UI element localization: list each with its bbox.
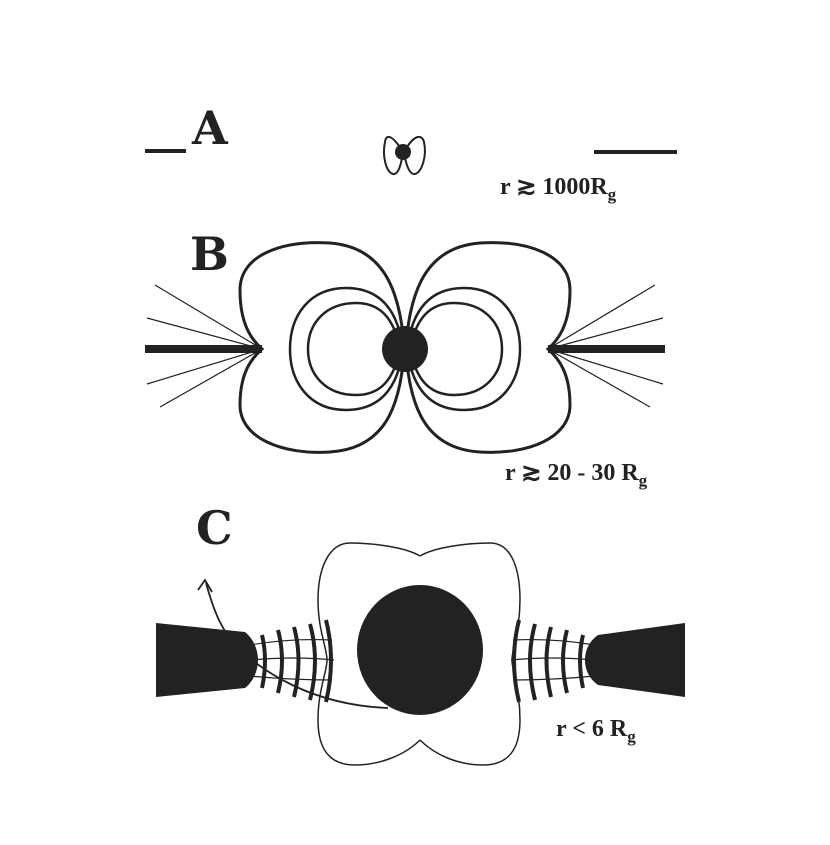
panel-c-star (357, 585, 483, 715)
panel-a-radius-label: r ≳ 1000Rg (500, 174, 617, 204)
panel-b-radius-text: r ≳ 20 - 30 R (505, 460, 639, 486)
panel-b-letter: B (190, 227, 229, 281)
panel-c-disk-right (585, 623, 685, 697)
panel-b-radius-label: r ≳ 20 - 30 Rg (505, 460, 648, 490)
panel-b-inner-loop-left (306, 301, 402, 397)
panel-b-outer-lobe-left (238, 241, 407, 454)
panel-b-outer-lobe-right (403, 241, 572, 454)
panel-c: C (156, 501, 685, 766)
panel-c-letter: C (196, 501, 233, 555)
panel-c-link-lines-right (510, 638, 596, 681)
panel-a-star (395, 144, 411, 160)
panel-a-field-loop-left (383, 135, 405, 176)
panel-a: A r ≳ 1000Rg (145, 101, 677, 204)
panel-c-outflow-arrowhead (197, 578, 213, 593)
panel-a-field-loop-right (402, 135, 426, 176)
panel-b-middle-loop-right (405, 286, 522, 412)
panel-a-radius-subscript: g (608, 185, 617, 204)
panel-c-outflow-trajectory (205, 582, 389, 709)
panel-b-middle-loop-left (288, 286, 405, 412)
panel-b-star (382, 326, 428, 372)
panel-c-radius-text: r < 6 R (556, 716, 628, 742)
panel-c-arc-lines-left (260, 619, 333, 703)
panel-c-arc-lines-right (512, 619, 585, 703)
panel-c-radius-subscript: g (627, 727, 636, 746)
panel-c-field-loop-left (317, 542, 421, 766)
panel-b-radius-subscript: g (639, 471, 648, 490)
panel-b-outer-lobes (238, 241, 572, 454)
panel-c-disk-left (156, 623, 258, 697)
panel-a-magnetosphere (383, 135, 426, 176)
panel-b-open-field-lines-left (146, 284, 263, 408)
panel-c-radius-label: r < 6 Rg (556, 716, 636, 746)
panel-b-open-field-lines-right (547, 284, 664, 408)
panel-b: B (145, 227, 665, 490)
panel-b-inner-loops (306, 301, 504, 397)
panel-b-middle-loops (288, 286, 522, 412)
panel-c-link-lines-left (249, 638, 335, 681)
panel-b-inner-loop-right (408, 301, 504, 397)
panel-a-radius-text: r ≳ 1000R (500, 174, 608, 200)
panel-a-letter: A (191, 101, 229, 155)
